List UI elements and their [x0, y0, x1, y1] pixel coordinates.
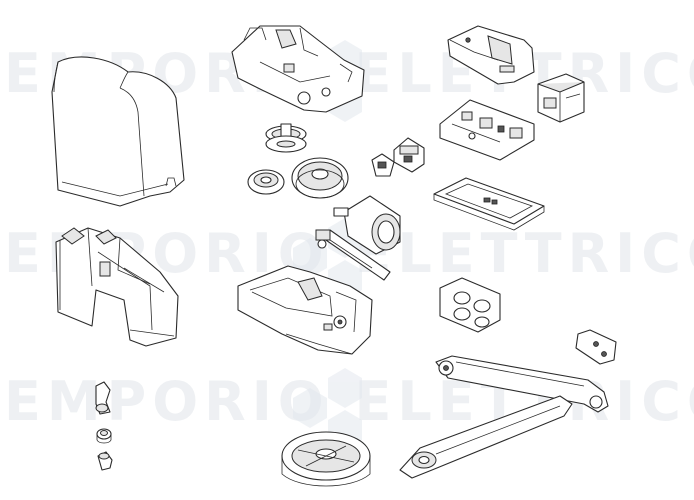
- curved-arm: [435, 355, 609, 413]
- mounting-plate: [433, 177, 545, 231]
- frame-chassis: [55, 227, 179, 347]
- cable-bracket: [439, 277, 501, 333]
- arm-bracket: [575, 329, 617, 365]
- motor-cover: [51, 56, 185, 207]
- screw-plug: [97, 451, 113, 471]
- fan-cover: [281, 431, 371, 487]
- limit-switch: [371, 153, 395, 177]
- motor-unit: [333, 195, 401, 255]
- terminal-connector: [393, 137, 425, 173]
- idler-gear: [291, 157, 349, 199]
- pinion-gear: [247, 169, 285, 195]
- control-board-cover: [447, 25, 535, 85]
- double-gear: [265, 123, 307, 153]
- bushing: [96, 428, 112, 444]
- gearbox-housing-top: [231, 25, 365, 113]
- straight-arm: [399, 395, 573, 479]
- shaft-assembly: [315, 229, 391, 281]
- gearbox-base: [237, 265, 373, 355]
- transformer: [537, 73, 585, 123]
- spring-clip: [95, 381, 111, 415]
- control-board: [439, 99, 535, 161]
